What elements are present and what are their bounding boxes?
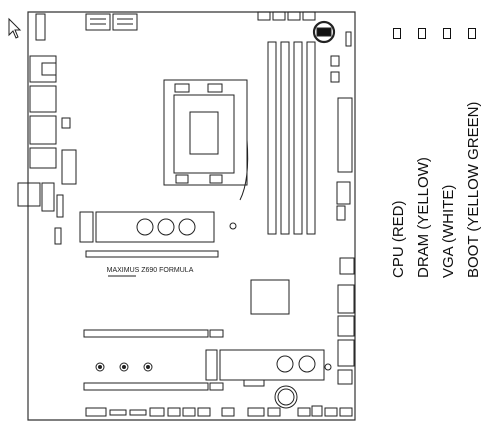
bottom-headers bbox=[85, 405, 353, 417]
board-outline bbox=[27, 11, 356, 421]
mouse-pointer-icon bbox=[8, 17, 22, 39]
led-entry-vga: VGA (WHITE) bbox=[438, 28, 460, 278]
led-label-cpu: CPU (RED) bbox=[390, 200, 407, 279]
m2-slot-bottom bbox=[205, 349, 332, 387]
led-indicator-icon bbox=[443, 28, 451, 39]
cpu-socket bbox=[163, 79, 249, 201]
top-power-connectors bbox=[85, 11, 316, 31]
led-entry-boot: BOOT (YELLOW GREEN) bbox=[463, 28, 485, 278]
q-led-indicators bbox=[312, 20, 352, 47]
led-entry-dram: DRAM (YELLOW) bbox=[413, 28, 435, 278]
led-label-vga: VGA (WHITE) bbox=[440, 184, 457, 278]
dimm-slots bbox=[267, 41, 316, 235]
led-indicator-icon bbox=[393, 28, 401, 39]
pcie-slot-1 bbox=[85, 250, 219, 258]
pcie-slot-2 bbox=[83, 329, 224, 338]
right-edge-connectors bbox=[330, 55, 353, 221]
led-indicator-icon bbox=[468, 28, 476, 39]
mount-holes bbox=[95, 362, 153, 372]
model-silkscreen: MAXIMUS Z690 FORMULA bbox=[107, 267, 194, 274]
right-side-ports bbox=[337, 257, 355, 385]
cmos-battery bbox=[274, 385, 298, 409]
chipset bbox=[250, 279, 290, 315]
led-entry-cpu: CPU (RED) bbox=[388, 28, 410, 278]
rear-io-panel bbox=[17, 13, 77, 212]
m2-slot-top bbox=[54, 194, 237, 245]
led-label-boot: BOOT (YELLOW GREEN) bbox=[465, 101, 482, 278]
led-legend: CPU (RED) DRAM (YELLOW) VGA (WHITE) BOOT… bbox=[380, 8, 490, 278]
pcie-slot-3 bbox=[83, 382, 224, 391]
led-label-dram: DRAM (YELLOW) bbox=[415, 157, 432, 278]
led-indicator-icon bbox=[418, 28, 426, 39]
